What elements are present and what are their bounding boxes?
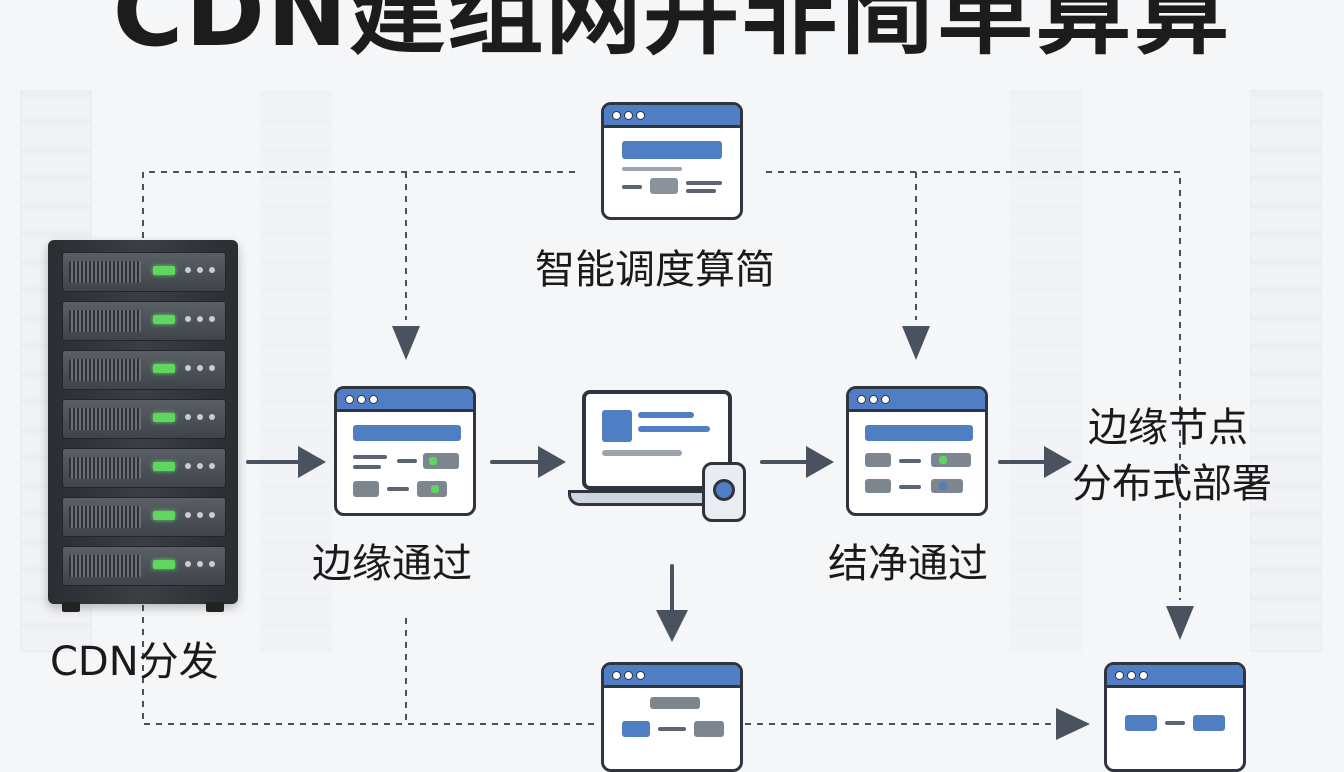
arrow-down-icon: [392, 326, 420, 360]
datacenter-backdrop: [20, 90, 1322, 652]
security-camera-icon: [702, 462, 746, 522]
cdn-distribution-label: CDN分发: [50, 639, 219, 685]
arrow-right-icon: [1044, 446, 1072, 478]
ghost-rack: [260, 90, 332, 652]
rack-foot: [62, 602, 80, 612]
smart-scheduling-label: 智能调度算简: [535, 247, 775, 293]
bottom-window-icon: [601, 662, 743, 772]
edge-pass-window-icon: [334, 386, 476, 516]
arrow-down-icon: [902, 326, 930, 360]
server-unit: [62, 497, 226, 537]
arrow-down-icon: [1166, 606, 1194, 640]
dashed-link-top-left: [142, 171, 578, 238]
arrow-right-icon: [298, 446, 326, 478]
server-unit: [62, 301, 226, 341]
bottom-right-window-icon: [1104, 662, 1246, 772]
server-unit: [62, 399, 226, 439]
rack-foot: [206, 602, 224, 612]
arrow-down-icon: [656, 610, 688, 642]
arrow-right-icon: [806, 446, 834, 478]
dashed-link-bottom-left: [142, 605, 600, 725]
server-unit: [62, 448, 226, 488]
server-unit: [62, 350, 226, 390]
connector-layer: [142, 171, 1194, 740]
ghost-rack: [1010, 90, 1082, 652]
scheduling-window-icon: [601, 102, 743, 220]
server-unit: [62, 546, 226, 586]
edge-nodes-label-line2: 分布式部署: [1072, 461, 1272, 507]
edge-nodes-label-line1: 边缘节点: [1088, 405, 1248, 451]
dashed-links: [142, 171, 1181, 725]
clean-pass-label: 结净通过: [828, 541, 988, 587]
dashed-link-top-right: [766, 171, 1181, 600]
server-unit: [62, 252, 226, 292]
ghost-rack: [1250, 90, 1322, 652]
arrow-right-icon: [538, 446, 566, 478]
server-rack-icon: [48, 240, 238, 612]
laptop-icon: [568, 390, 758, 530]
page-title: CDN建组网并非简单算算: [112, 0, 1232, 68]
arrow-right-icon: [1056, 708, 1090, 740]
edge-pass-label: 边缘通过: [312, 541, 472, 587]
clean-pass-window-icon: [846, 386, 988, 516]
